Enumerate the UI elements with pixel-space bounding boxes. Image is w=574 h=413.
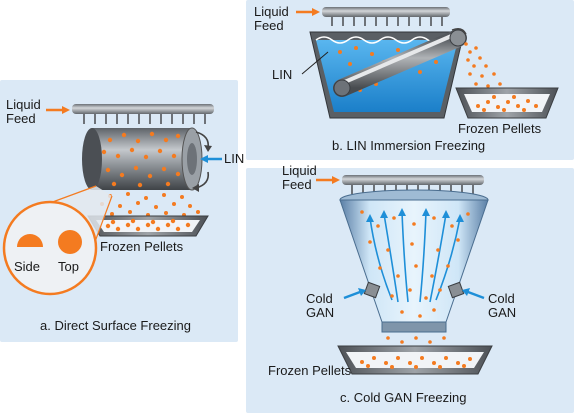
- cold-gan-right-label-line2: GAN: [488, 305, 517, 320]
- gas-flow-arrowheads: [366, 208, 464, 222]
- frozen-pellets-label-b: Frozen Pellets: [458, 121, 542, 136]
- panel-b-graphics: [296, 7, 559, 119]
- drum-droplets: [101, 131, 181, 188]
- caption-b: b. LIN Immersion Freezing: [332, 138, 486, 153]
- tray-pellets-b: [476, 95, 538, 112]
- caption-c: c. Cold GAN Freezing: [340, 390, 467, 405]
- liquid-feed-label-c: Liquid Feed: [282, 164, 317, 192]
- liquid-feed-label-a: Liquid Feed: [6, 98, 41, 126]
- liquid-feed-arrow-c: [316, 176, 340, 184]
- feed-manifold-a: [72, 104, 214, 114]
- pellet-top-view-icon: [58, 230, 82, 254]
- roller-rotation-arrow: [451, 27, 467, 35]
- freezing-drum: [82, 127, 203, 191]
- lin-arrow-a: [200, 155, 222, 163]
- cold-gan-right-label-line1: Cold: [488, 291, 515, 306]
- liquid-feed-label-b-line2: Feed: [254, 18, 284, 33]
- lin-pointer-line: [301, 51, 329, 75]
- frozen-pellets-label-a: Frozen Pellets: [100, 239, 184, 254]
- gas-inlets: [363, 281, 465, 299]
- feed-manifold-c: [342, 175, 484, 185]
- lin-label-b: LIN: [272, 67, 293, 82]
- cold-gan-right-label: Cold GAN: [488, 292, 516, 320]
- cold-gan-left-label-line2: GAN: [306, 305, 335, 320]
- nozzles-b: [331, 17, 443, 26]
- side-label: Side: [14, 259, 41, 274]
- pellet-side-view-icon: [17, 234, 43, 247]
- frozen-pellets-label-c: Frozen Pellets: [268, 363, 352, 378]
- top-label: Top: [58, 259, 79, 274]
- nozzles-a: [83, 114, 206, 124]
- tray-pellets-a: [105, 218, 191, 232]
- cold-gan-right-arrow: [462, 288, 485, 300]
- lin-label-a: LIN: [224, 151, 245, 166]
- cold-gan-left-label-line1: Cold: [306, 291, 333, 306]
- panel-c-graphics: [316, 175, 493, 375]
- liquid-feed-arrow-b: [296, 8, 320, 16]
- cold-gan-left-label: Cold GAN: [306, 292, 334, 320]
- liquid-feed-arrow-a: [46, 106, 70, 114]
- liquid-feed-label-b-line1: Liquid: [254, 4, 289, 19]
- liquid-feed-label-c-line2: Feed: [282, 177, 312, 192]
- liquid-feed-label-c-line1: Liquid: [282, 163, 317, 178]
- feed-manifold-b: [322, 7, 450, 17]
- conveyor-roller: [333, 29, 467, 97]
- tower-pellets: [360, 210, 470, 318]
- rotation-arrows: [192, 131, 212, 192]
- liquid-feed-label-a-line1: Liquid: [6, 97, 41, 112]
- cold-gan-left-arrow: [343, 288, 366, 300]
- panel-a-graphics: [2, 104, 222, 296]
- falling-pellets-a: [100, 192, 200, 217]
- liquid-feed-label-b: Liquid Feed: [254, 5, 289, 33]
- zoom-callout: [2, 185, 113, 296]
- gas-flow-arrows: [369, 211, 461, 303]
- liquid-feed-label-a-line2: Feed: [6, 111, 36, 126]
- caption-a: a. Direct Surface Freezing: [40, 318, 192, 333]
- tray-pellets-c: [360, 356, 472, 369]
- pellet-tray-c: [337, 345, 493, 375]
